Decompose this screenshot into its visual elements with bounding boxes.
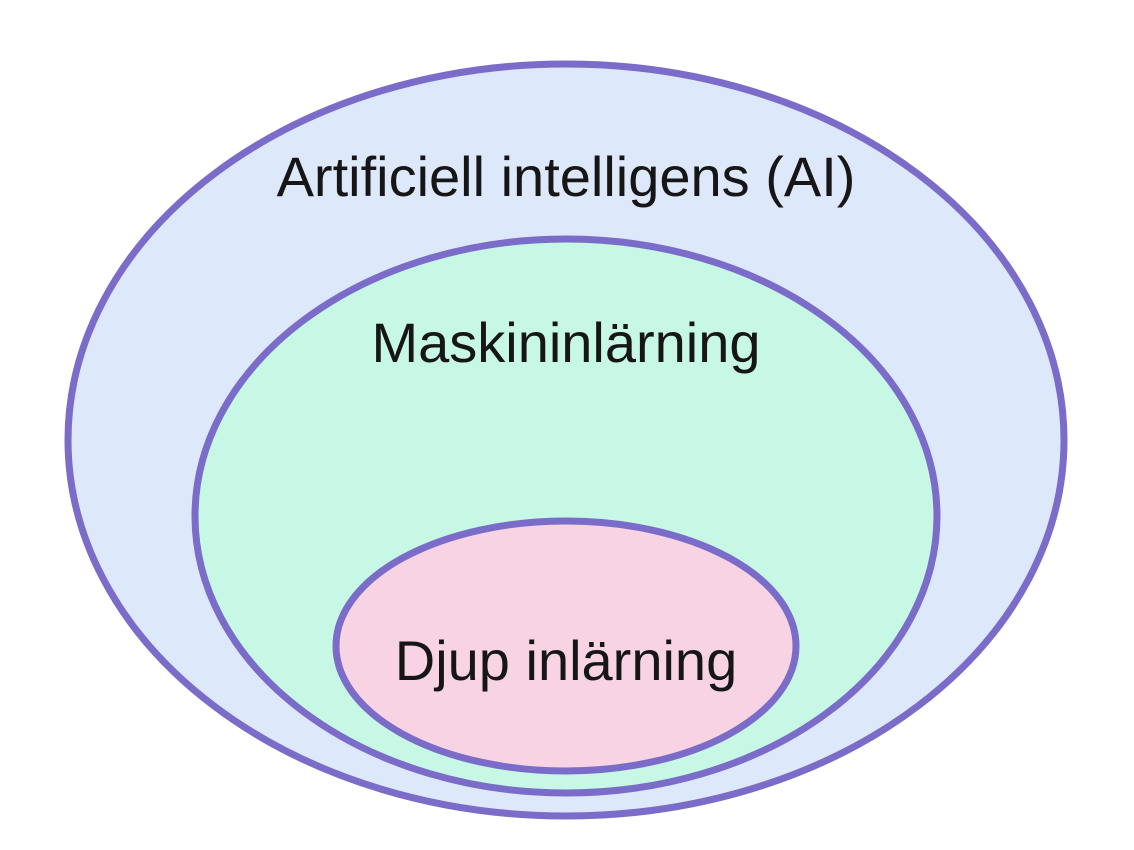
label-machine-learning: Maskininlärning xyxy=(371,311,760,374)
ellipse-deep-learning xyxy=(332,517,800,775)
label-deep-learning: Djup inlärning xyxy=(395,629,737,692)
label-artificial-intelligence: Artificiell intelligens (AI) xyxy=(277,145,856,208)
